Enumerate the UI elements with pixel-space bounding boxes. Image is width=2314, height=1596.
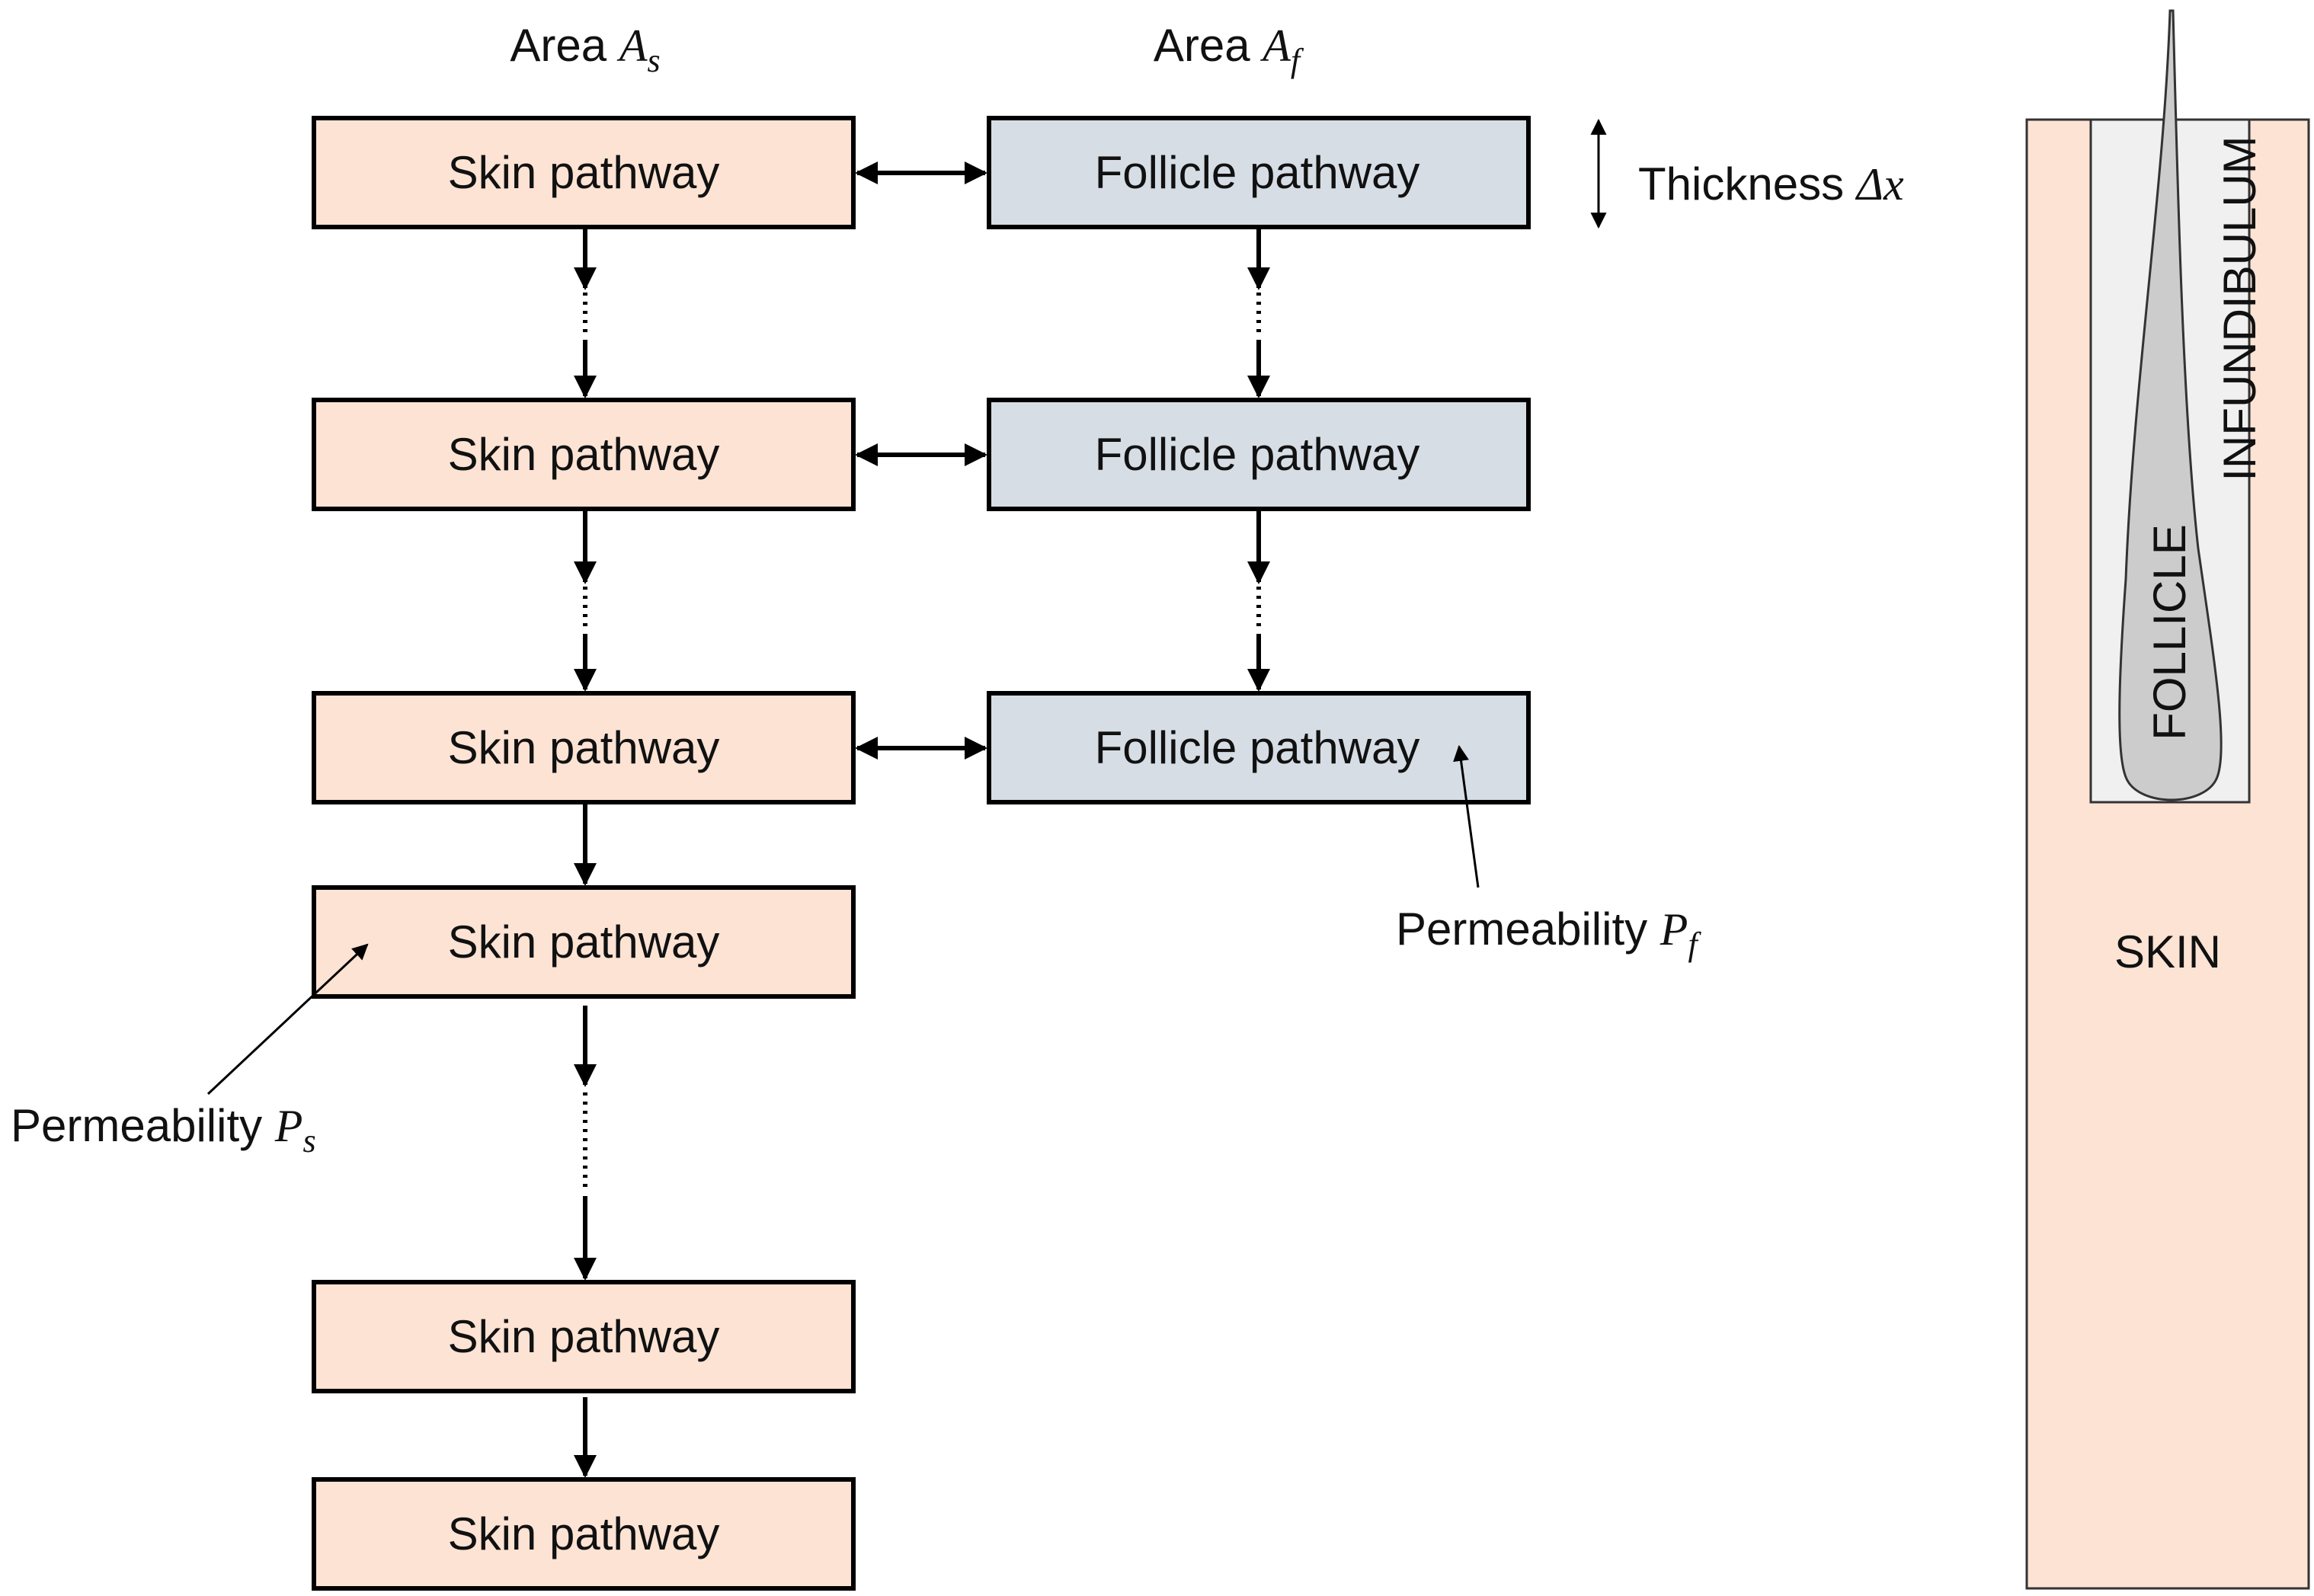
follicle-box-2-label: Follicle pathway <box>1095 429 1420 480</box>
follicle-box-1 <box>987 116 1531 229</box>
skin-box-2 <box>312 398 856 511</box>
skin-schematic: INFUNDIBULUM FOLLICLE SKIN <box>2025 9 2310 1590</box>
skin-box-5-label: Skin pathway <box>448 1311 720 1362</box>
perm-f-label: Permeability Pf <box>1396 904 1701 963</box>
follicle-box-2 <box>987 398 1531 511</box>
skin-box-6-label: Skin pathway <box>448 1508 720 1559</box>
area-s-label: Area As <box>510 20 660 79</box>
skin-column: Skin pathway Skin pathway Skin pathway S… <box>312 116 856 1591</box>
skin-box-4 <box>312 885 856 999</box>
area-f-label: Area Af <box>1154 20 1304 79</box>
follicle-column: Follicle pathway Follicle pathway Follic… <box>987 116 1531 804</box>
skin-box-6 <box>312 1477 856 1591</box>
follicle-box-3-label: Follicle pathway <box>1095 722 1420 773</box>
skin-box-3 <box>312 691 856 804</box>
follicle-label: FOLLICLE <box>2144 524 2195 740</box>
skin-label: SKIN <box>2114 926 2221 977</box>
perm-s-label: Permeability Ps <box>11 1100 316 1159</box>
skin-box-5 <box>312 1280 856 1393</box>
hair-follicle-shape <box>2118 9 2223 801</box>
skin-box-1-label: Skin pathway <box>448 147 720 198</box>
follicle-box-3 <box>987 691 1531 804</box>
skin-box-4-label: Skin pathway <box>448 916 720 968</box>
perm-f-pointer <box>1453 744 1480 888</box>
skin-box-2-label: Skin pathway <box>448 429 720 480</box>
skin-box-3-label: Skin pathway <box>448 722 720 773</box>
follicle-box-1-label: Follicle pathway <box>1095 147 1420 198</box>
perm-s-pointer <box>206 943 369 1095</box>
skin-box-1 <box>312 116 856 229</box>
thickness-label: Thickness Δx <box>1638 158 1904 209</box>
infundibulum-label: INFUNDIBULUM <box>2214 136 2265 481</box>
